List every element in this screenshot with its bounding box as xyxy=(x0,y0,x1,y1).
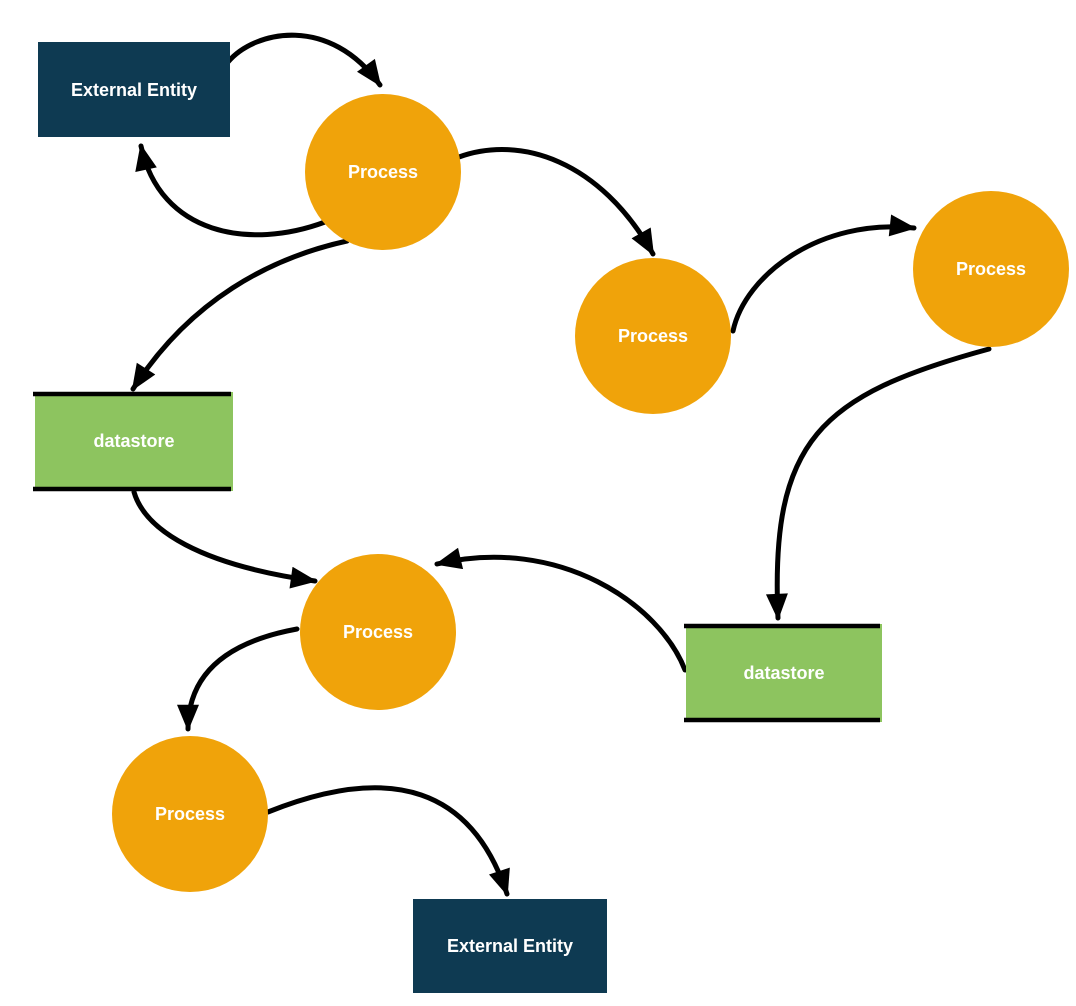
external-entity-shape xyxy=(38,42,230,137)
node-label: Process xyxy=(155,804,225,824)
edge-process2-to-process3 xyxy=(730,214,917,334)
node-label: datastore xyxy=(93,431,174,451)
node-external-entity-2: External Entity xyxy=(413,899,607,993)
process-shape xyxy=(913,191,1069,347)
node-label: datastore xyxy=(743,663,824,683)
node-label: Process xyxy=(618,326,688,346)
node-process-5: Process xyxy=(112,736,268,892)
edge-process1-to-datastore1 xyxy=(130,238,350,392)
node-external-entity-1: External Entity xyxy=(38,42,230,137)
node-process-1: Process xyxy=(305,94,461,250)
node-process-3: Process xyxy=(913,191,1069,347)
node-datastore-2: datastore xyxy=(684,623,882,723)
process-shape xyxy=(305,94,461,250)
process-shape xyxy=(300,554,456,710)
process-shape xyxy=(112,736,268,892)
process-shape xyxy=(575,258,731,414)
edge-externalentity1-to-process1 xyxy=(225,32,383,88)
edge-datastore2-to-process4 xyxy=(434,547,688,673)
edge-process1-to-process2 xyxy=(456,147,656,257)
edge-process1-to-externalentity1 xyxy=(135,143,328,238)
node-label: Process xyxy=(343,622,413,642)
edge-process3-to-datastore2 xyxy=(765,346,992,621)
node-process-4: Process xyxy=(300,554,456,710)
node-label: Process xyxy=(956,259,1026,279)
edge-process5-to-externalentity2 xyxy=(265,785,510,897)
node-label: External Entity xyxy=(447,936,573,956)
node-label: External Entity xyxy=(71,80,197,100)
node-process-2: Process xyxy=(575,258,731,414)
edge-process4-to-process5 xyxy=(177,626,300,732)
datastore-shape xyxy=(35,392,233,491)
edge-layer xyxy=(130,32,992,897)
edge-datastore1-to-process4 xyxy=(131,489,318,589)
datastore-shape xyxy=(686,624,882,722)
node-datastore-1: datastore xyxy=(33,391,233,492)
node-label: Process xyxy=(348,162,418,182)
external-entity-shape xyxy=(413,899,607,993)
